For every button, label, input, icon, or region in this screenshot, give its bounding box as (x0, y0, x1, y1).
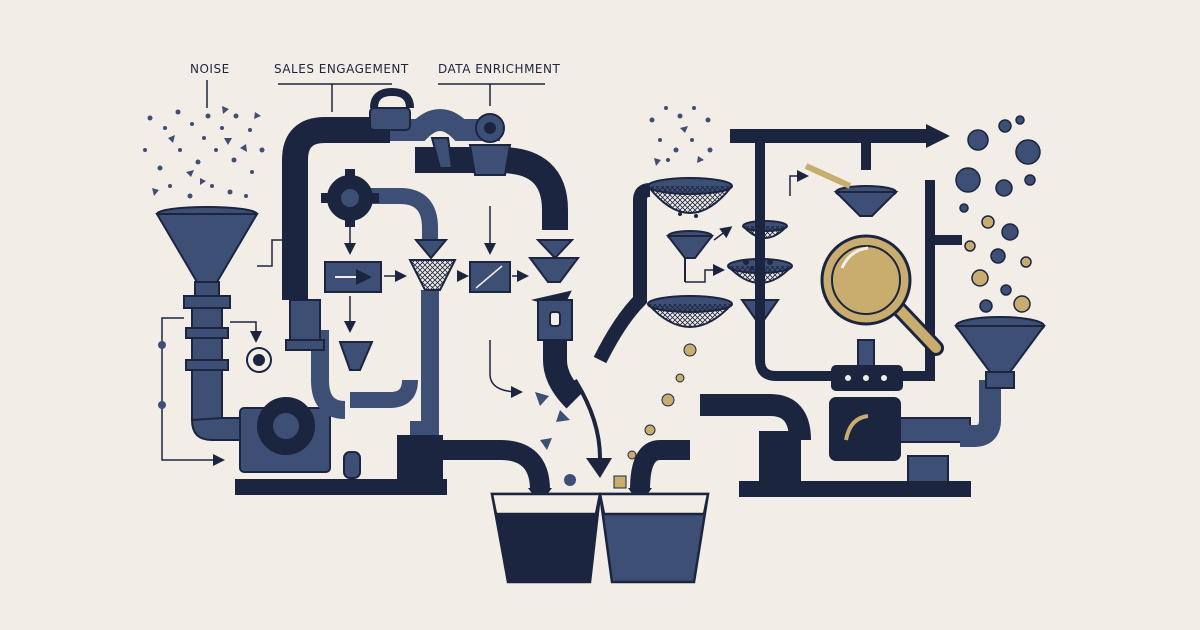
bubbles (955, 115, 1041, 313)
process-boxes (285, 257, 580, 371)
sales-engagement-label: SALES ENGAGEMENT (274, 62, 409, 76)
data-enrichment-label: DATA ENRICHMENT (438, 62, 561, 76)
noise-particles (143, 106, 265, 199)
center-convergence (410, 183, 811, 491)
center-stream (573, 378, 602, 459)
base-blocks (397, 431, 971, 497)
flow-arrows (344, 206, 529, 398)
right-pump (829, 339, 971, 483)
main-pump (235, 347, 447, 495)
label-leaders (206, 80, 545, 112)
main-pipe-network (282, 109, 584, 439)
data-cluster (649, 106, 713, 166)
noise-label: NOISE (190, 62, 230, 76)
output-funnel (954, 316, 1046, 447)
feedback-dots (158, 341, 166, 409)
down-arrow-heads (413, 239, 575, 260)
left-pipe (183, 295, 249, 441)
upper-gear (321, 169, 379, 227)
right-flow-arrows (685, 170, 809, 283)
gold-particles (613, 343, 697, 489)
magnifier-icon (820, 234, 944, 356)
intake-funnel (155, 206, 259, 303)
falling-fragments (535, 392, 576, 486)
top-right-arrow-head (926, 124, 950, 148)
output-buckets (490, 492, 710, 584)
right-pipe-frame (730, 129, 962, 381)
top-valves (369, 87, 512, 176)
